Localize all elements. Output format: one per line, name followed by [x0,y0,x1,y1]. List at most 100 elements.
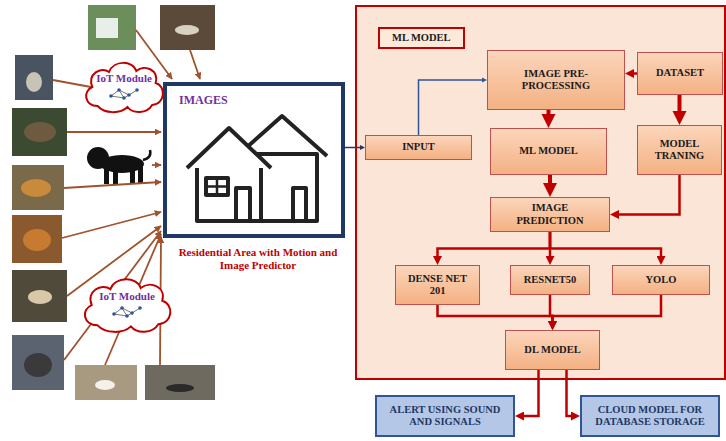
lion-leg [104,168,109,184]
animal [23,229,51,251]
process-box: IMAGE PRE-PROCESSING [487,50,625,110]
network-dot [117,89,121,93]
photo-arrow [190,50,200,79]
node-label: IMAGE PREDICTION [495,202,605,226]
network-dot [125,315,129,319]
connector [629,72,637,75]
photo [88,5,136,50]
node-label: INPUT [400,141,437,153]
lion-mane [87,147,109,169]
photo-arrow [152,164,161,166]
animal [26,72,42,92]
process-box: ML MODEL [490,128,607,175]
connector [419,80,485,135]
process-box: DL MODEL [505,330,600,370]
photo-arrow [64,231,161,360]
door [236,188,250,221]
window-bars [206,178,228,195]
node-label: MODEL TRANING [642,138,717,162]
process-box: DATASET [637,52,723,95]
lion-silhouette [87,147,150,184]
cloud-shape [86,63,163,112]
house-icon [187,116,327,221]
cloud-shape [85,279,170,332]
photo-arrow [62,212,161,238]
node-label: DATASET [654,67,706,79]
house-icon [167,86,341,234]
lion-tail [143,150,150,160]
photo [12,270,67,322]
connector [438,305,553,326]
animal [95,380,115,390]
lion-leg [130,168,135,184]
photo [15,55,53,100]
lion-leg [113,168,118,184]
cloud-shape [78,272,176,336]
animal [28,290,52,304]
network-dot [130,312,134,316]
connector [547,110,551,122]
network-icon [110,304,144,318]
node-label: IoT Module [96,72,152,85]
panel-ground [355,5,726,380]
connector [614,175,680,215]
photo [12,215,62,263]
node-label: YOLO [644,274,679,286]
animal [175,25,199,35]
connector [550,232,661,261]
network-dot [138,307,142,311]
connector [567,370,577,416]
connector [345,147,363,149]
photo-arrow [67,131,161,133]
process-box: DENSE NET 201 [395,265,480,305]
animal [24,353,52,377]
window [206,178,228,195]
photo-arrow [64,182,161,188]
photo [160,5,215,50]
node-label: ML MODEL [517,145,580,157]
node-label: CLOUD MODEL FOR DATABASE STORAGE [586,404,714,428]
photo [12,335,64,390]
connector [438,232,551,261]
photo [12,165,64,210]
network-icon [107,86,141,100]
network-dot [120,307,124,311]
process-box: YOLO [612,265,710,295]
roof [187,128,271,168]
iot-cloud: IoT Module [78,272,176,336]
node-label: ML MODEL [378,27,465,49]
node-label: IMAGE PRE-PROCESSING [492,68,620,92]
output-box: CLOUD MODEL FOR DATABASE STORAGE [580,395,720,437]
process-box: INPUT [365,135,472,160]
network-dot [112,313,116,317]
node-label: RESNET50 [522,274,579,286]
node-label: IMAGES [179,94,228,108]
connector [519,370,539,416]
process-box: RESNET50 [510,265,590,295]
animal [21,179,51,197]
connector [553,295,662,326]
connector [678,95,682,119]
node-label: ALERT USING SOUND AND SIGNALS [381,404,509,428]
network-dot [127,94,131,98]
lion-leg [138,167,143,184]
animal [24,122,56,142]
connector [548,175,552,191]
photo [12,108,67,156]
node-label: DL MODEL [522,344,582,356]
caption: Residential Area with Motion and Image P… [173,246,343,271]
network-dot [122,97,126,101]
house-wall [197,166,261,221]
door [293,188,306,221]
photo [75,365,137,400]
network-dot [135,89,139,93]
node-label: IoT Module [99,290,155,303]
animal [166,384,194,392]
cloud-shape [80,56,168,116]
process-box: MODEL TRANING [637,125,722,175]
output-box: ALERT USING SOUND AND SIGNALS [375,395,515,437]
process-box: IMAGE PREDICTION [490,197,610,232]
image-box: IMAGESResidential Area with Motion and I… [163,82,345,238]
iot-cloud: IoT Module [80,56,168,116]
